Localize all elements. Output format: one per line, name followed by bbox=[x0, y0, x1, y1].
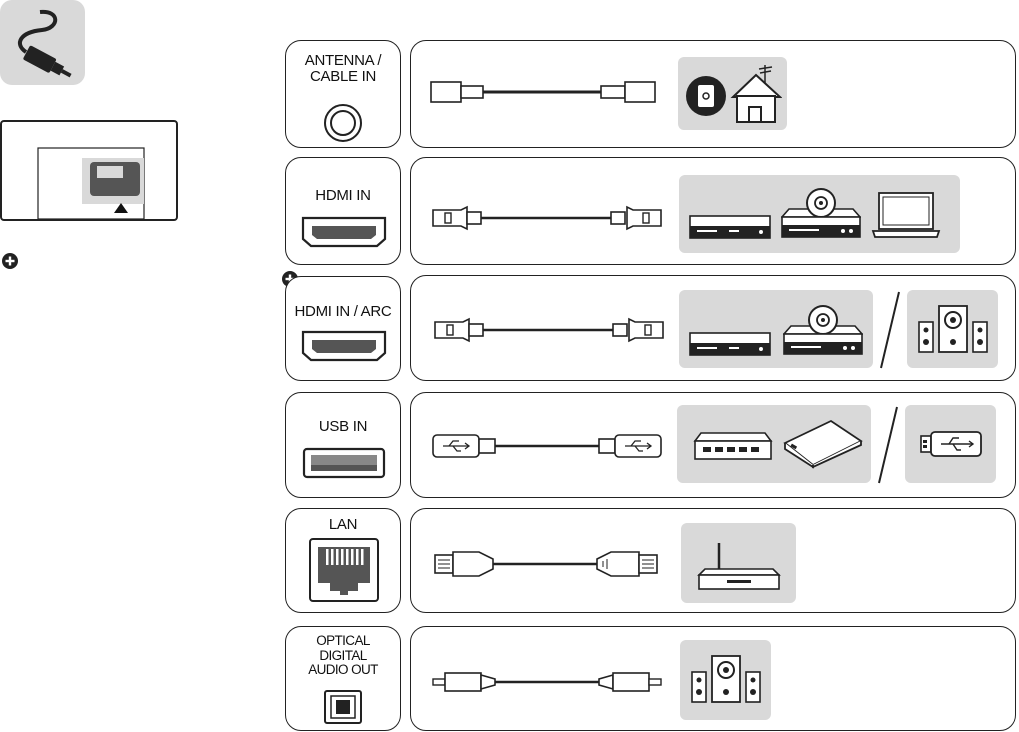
set-top-box-icon bbox=[689, 215, 771, 239]
port-label-hdmi-arc: HDMI IN / ARC bbox=[294, 303, 392, 320]
device-panel-speakers-arc bbox=[907, 290, 998, 368]
cable-row-hdmi-arc bbox=[410, 275, 1016, 381]
device-panel-lan bbox=[681, 523, 796, 603]
port-label-usb: USB IN bbox=[318, 418, 368, 435]
cable-row-hdmi bbox=[410, 157, 1016, 265]
lan-ethernet-cable-icon bbox=[434, 551, 658, 577]
port-antenna: ANTENNA / CABLE IN bbox=[285, 40, 401, 148]
or-divider-slash bbox=[880, 291, 900, 369]
dvd-player-icon bbox=[781, 188, 861, 238]
optical-port-icon bbox=[324, 690, 362, 724]
device-panel-hdmi bbox=[679, 175, 960, 253]
external-hard-drive-icon bbox=[783, 419, 863, 469]
tv-terminal-area-illustration bbox=[37, 147, 145, 220]
dvd-player-icon bbox=[783, 305, 863, 355]
lan-port-icon bbox=[309, 538, 379, 602]
device-panel-antenna bbox=[678, 57, 787, 130]
device-panel-hdmi-arc bbox=[679, 290, 873, 368]
cable-connection-icon bbox=[0, 0, 85, 85]
hdmi-cable-icon bbox=[432, 205, 662, 231]
laptop-icon bbox=[871, 192, 941, 238]
cable-row-optical bbox=[410, 626, 1016, 731]
speaker-system-icon bbox=[691, 655, 761, 703]
cable-plug-icon bbox=[17, 9, 72, 78]
hdmi-port-icon bbox=[301, 216, 387, 248]
usb-flash-drive-icon bbox=[920, 431, 982, 457]
port-optical: OPTICAL DIGITAL AUDIO OUT bbox=[285, 626, 401, 731]
port-label-hdmi: HDMI IN bbox=[315, 187, 371, 204]
port-label-antenna: ANTENNA / CABLE IN bbox=[304, 52, 382, 85]
usb-port-icon bbox=[302, 447, 386, 479]
rf-coax-cable-icon bbox=[430, 81, 656, 103]
port-lan: LAN bbox=[285, 508, 401, 613]
port-label-lan: LAN bbox=[328, 516, 358, 533]
port-hdmi-arc: HDMI IN / ARC bbox=[285, 276, 401, 381]
cable-row-antenna bbox=[410, 40, 1016, 148]
usb-cable-icon bbox=[432, 434, 662, 458]
antenna-port-icon bbox=[324, 104, 362, 142]
cable-row-lan bbox=[410, 508, 1016, 613]
or-divider-slash bbox=[878, 406, 898, 484]
port-label-optical: OPTICAL DIGITAL AUDIO OUT bbox=[308, 633, 378, 677]
plus-circle-icon bbox=[2, 253, 18, 269]
speaker-system-icon bbox=[918, 305, 988, 353]
port-hdmi: HDMI IN bbox=[285, 157, 401, 265]
port-usb: USB IN bbox=[285, 392, 401, 498]
tv-back-panel bbox=[0, 120, 178, 221]
device-panel-usb-stick bbox=[905, 405, 996, 483]
hdmi-arc-port-icon bbox=[301, 330, 387, 362]
optical-cable-icon bbox=[432, 672, 662, 692]
device-panel-optical bbox=[680, 640, 771, 720]
wall-socket-and-house-icon bbox=[686, 65, 782, 123]
set-top-box-icon bbox=[689, 332, 771, 356]
usb-hub-icon bbox=[693, 432, 773, 460]
cable-row-usb bbox=[410, 392, 1016, 498]
router-icon bbox=[697, 543, 781, 590]
hdmi-cable-icon bbox=[434, 317, 664, 343]
device-panel-usb bbox=[677, 405, 871, 483]
